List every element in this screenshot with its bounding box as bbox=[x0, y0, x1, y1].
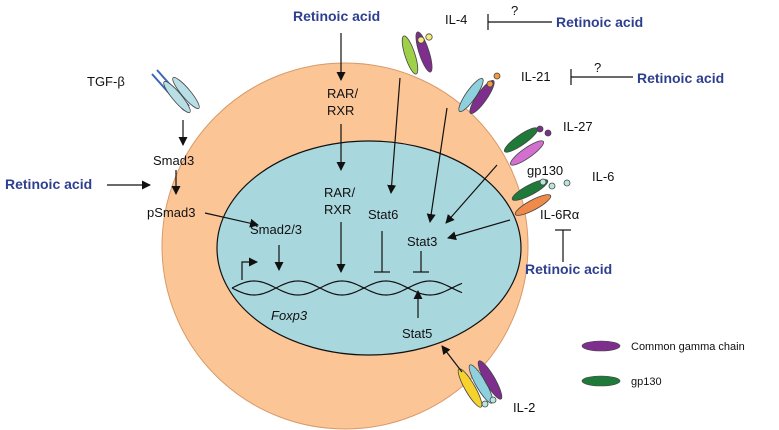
foxp3-label: Foxp3 bbox=[271, 308, 308, 323]
gp130-label: gp130 bbox=[527, 163, 563, 178]
il21-question: ? bbox=[594, 60, 601, 75]
stat5-label: Stat5 bbox=[402, 326, 432, 341]
legend-common-gamma-chain-label: Common gamma chain bbox=[631, 341, 745, 353]
retinoic-acid-top: Retinoic acid bbox=[293, 8, 380, 24]
il6ra-label: IL-6Rα bbox=[540, 207, 580, 222]
legend: Common gamma chain gp130 bbox=[581, 340, 745, 388]
rar-rxr-nuc-label-1: RAR/ bbox=[324, 185, 355, 200]
legend-gp130-label: gp130 bbox=[631, 376, 662, 388]
il4-receptor bbox=[401, 31, 433, 75]
il6-receptor bbox=[511, 178, 571, 216]
rar-rxr-cyto-label-1: RAR/ bbox=[327, 86, 358, 101]
dna-helix bbox=[231, 280, 463, 296]
retinoic-acid-il21: Retinoic acid bbox=[637, 70, 724, 86]
legend-common-gamma-chain-swatch bbox=[581, 340, 621, 352]
smad23-label: Smad2/3 bbox=[250, 222, 302, 237]
il2-receptor bbox=[457, 360, 503, 408]
tgf-beta-label: TGF-β bbox=[87, 74, 125, 89]
pathway-arrows bbox=[107, 14, 633, 373]
tgf-beta-receptor bbox=[151, 69, 200, 113]
rar-rxr-nuc-label-2: RXR bbox=[324, 202, 351, 217]
il4-label: IL-4 bbox=[445, 12, 467, 27]
psmad3-label: pSmad3 bbox=[147, 205, 195, 220]
stat3-label: Stat3 bbox=[407, 234, 437, 249]
il27-receptor bbox=[503, 125, 552, 166]
legend-gp130-swatch bbox=[581, 375, 621, 387]
il4-question: ? bbox=[511, 3, 518, 18]
smad3-label: Smad3 bbox=[153, 153, 194, 168]
il27-label: IL-27 bbox=[563, 119, 593, 134]
il21-label: IL-21 bbox=[521, 69, 551, 84]
rar-rxr-cyto-label-2: RXR bbox=[327, 103, 354, 118]
il21-receptor bbox=[458, 72, 501, 115]
retinoic-acid-left: Retinoic acid bbox=[5, 176, 92, 192]
il6-label: IL-6 bbox=[592, 169, 614, 184]
nucleus bbox=[216, 140, 522, 356]
il2-label: IL-2 bbox=[513, 400, 535, 415]
transcription-start-arrow bbox=[241, 257, 258, 280]
retinoic-acid-il4: Retinoic acid bbox=[556, 14, 643, 30]
retinoic-acid-il6: Retinoic acid bbox=[525, 261, 612, 277]
stat6-label: Stat6 bbox=[368, 207, 398, 222]
